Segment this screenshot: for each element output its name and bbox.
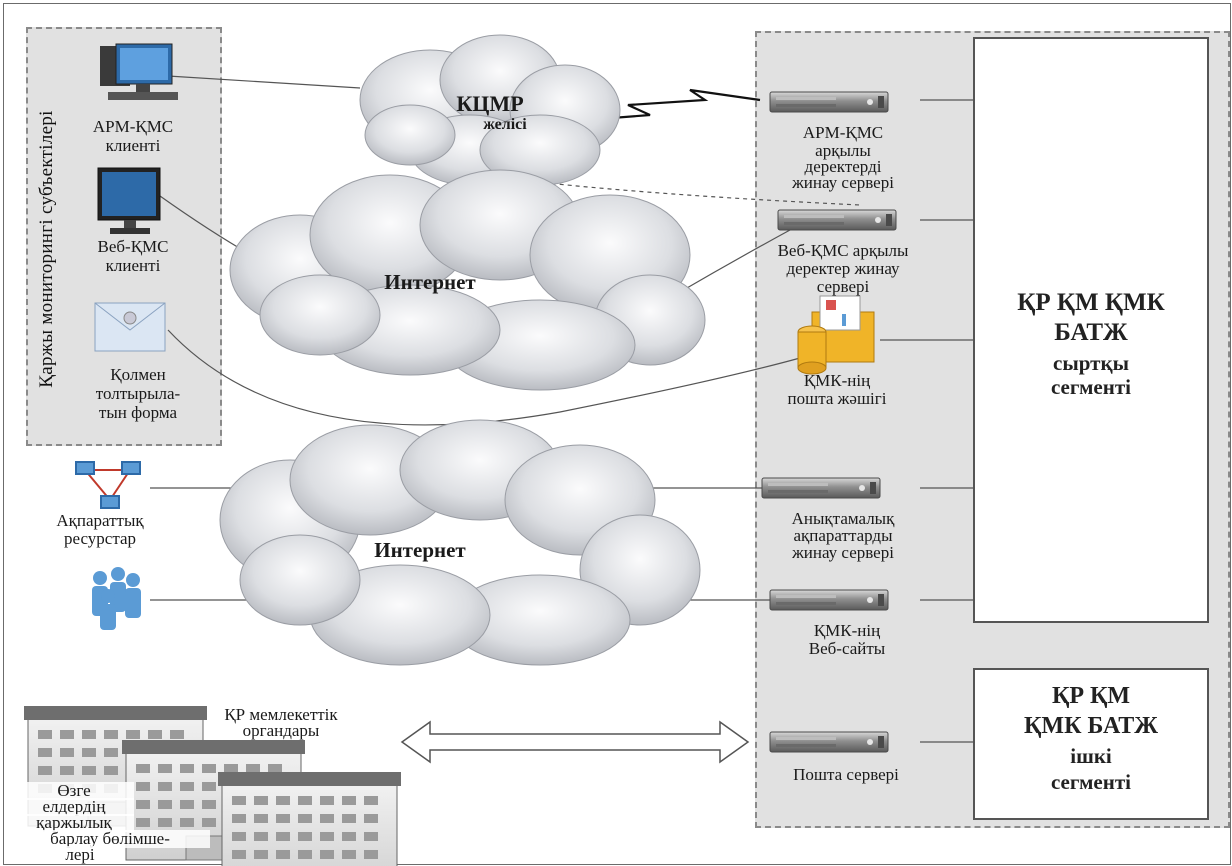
internet-cloud-bottom — [219, 419, 701, 666]
foreign-fiu-label-1: Өзге — [14, 782, 134, 800]
line-form-mailbox — [167, 329, 801, 426]
monitoring-subjects-title-text: Қаржы мониторингі субъектілері — [36, 110, 57, 388]
int-seg-line2: ҚМК БАТЖ — [1024, 713, 1158, 739]
form-label-3: тын форма — [98, 403, 178, 422]
arm-server-label-2: арқылы — [815, 141, 871, 160]
web-server-label-1: Веб-ҚМС арқылы — [777, 241, 909, 260]
form-label-2: толтырыла- — [95, 384, 181, 403]
foreign-fiu-label-3: қаржылық — [14, 814, 134, 832]
internet-bottom-label: Интернет — [374, 538, 466, 562]
foreign-fiu-label-5: лері — [40, 846, 120, 864]
double-arrow-icon — [400, 720, 750, 764]
ref-server-icon — [761, 477, 881, 499]
form-label-1: Қолмен — [110, 365, 166, 384]
site-server-icon — [769, 589, 889, 611]
site-label-1: ҚМК-нің — [813, 621, 881, 640]
kcmr-sublabel: желісі — [483, 116, 527, 133]
line-arm-client-kcmr — [167, 75, 361, 89]
int-seg-line1: ҚР ҚМ — [1051, 683, 1131, 709]
mailbox-label-2: пошта жәшігі — [787, 389, 887, 408]
info-resources-label-1: Ақпараттық — [56, 511, 144, 530]
web-client-monitor-icon — [97, 167, 161, 234]
mailbox-label-1: ҚМК-нің — [803, 371, 871, 390]
web-client-label-2: клиенті — [105, 256, 161, 275]
web-server-label-3: сервері — [816, 277, 870, 296]
kcmr-label: КЦМР — [456, 91, 524, 116]
web-client-label-1: Веб-ҚМС — [97, 237, 169, 256]
arm-server-icon — [769, 91, 889, 113]
mailbox-folder-icon — [797, 295, 875, 375]
ext-seg-line3: сыртқы — [1053, 351, 1129, 375]
foreign-fiu-label-4: барлау бөлімше- — [10, 830, 210, 848]
arm-client-label-2: клиенті — [105, 136, 161, 155]
monitoring-subjects-title: Қаржы мониторингі субъектілері — [32, 64, 62, 434]
int-seg-line3: ішкі — [1070, 744, 1112, 768]
external-segment-box: ҚР ҚМ ҚМК БАТЖ сыртқы сегменті — [973, 37, 1209, 623]
site-label-2: Веб-сайты — [808, 639, 886, 658]
users-group-icon — [92, 567, 141, 630]
web-server-icon — [777, 209, 897, 231]
internet-top-label: Интернет — [384, 270, 476, 294]
arm-server-label-3: деректерді — [804, 157, 882, 176]
info-resources-network-icon — [75, 461, 141, 509]
arm-client-computer-icon — [100, 43, 178, 100]
internal-segment-box: ҚР ҚМ ҚМК БАТЖ ішкі сегменті — [973, 668, 1209, 820]
info-resources-label-2: ресурстар — [63, 529, 137, 548]
web-server-label-2: деректер жинау — [786, 259, 900, 278]
form-envelope-icon — [94, 302, 166, 352]
ref-server-label-1: Анықтамалық — [791, 509, 895, 528]
line-kcmr-lightning — [585, 88, 761, 122]
kcmr-cloud — [359, 34, 621, 186]
ext-seg-line2: БАТЖ — [1054, 319, 1128, 346]
arm-client-label-1: АРМ-ҚМС — [92, 117, 174, 136]
line-internet-web-server — [679, 229, 791, 293]
internet-cloud-top — [229, 169, 706, 391]
mail-server-icon — [769, 731, 889, 753]
mail-server-label: Пошта сервері — [793, 765, 899, 784]
state-building-3-icon — [217, 771, 402, 866]
foreign-fiu-label-2: елдердің — [14, 798, 134, 816]
arm-server-label-1: АРМ-ҚМС — [802, 123, 884, 142]
int-seg-line4: сегменті — [1050, 770, 1132, 794]
state-bodies-label-2: органдары — [242, 721, 320, 740]
ext-seg-line4: сегменті — [1050, 375, 1132, 399]
ref-server-label-2: ақпараттарды — [793, 526, 893, 545]
arm-server-label-4: жинау сервері — [792, 173, 894, 192]
state-bodies-label-1: ҚР мемлекеттік — [224, 705, 338, 724]
ext-seg-line1: ҚР ҚМ ҚМК — [1017, 289, 1165, 316]
ref-server-label-3: жинау сервері — [792, 543, 894, 562]
